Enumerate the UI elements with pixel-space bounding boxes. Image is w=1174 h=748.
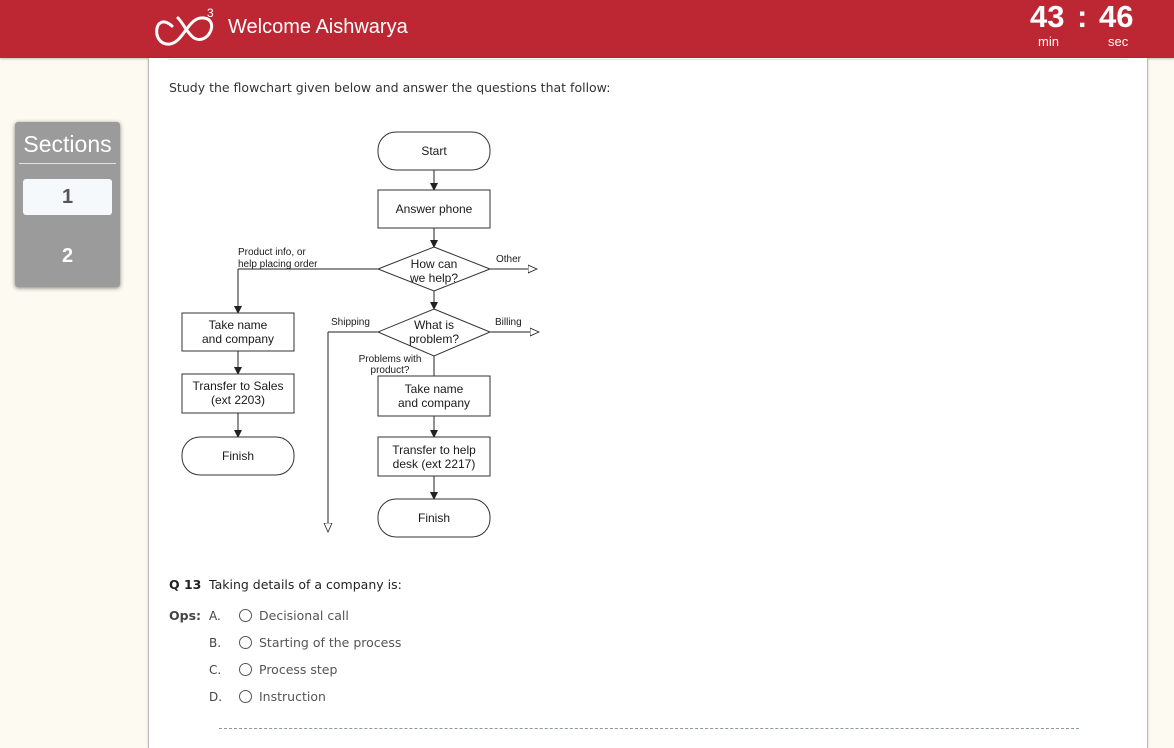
option-d-radio[interactable] [239,690,252,703]
take-name-right-label: Take name [405,382,464,396]
finish-right-label: Finish [418,511,450,525]
option-c-radio[interactable] [239,663,252,676]
timer-sec-label: sec [1108,34,1129,49]
question-separator [219,728,1079,729]
timer-min-label: min [1038,34,1059,49]
take-name-left-node [181,312,295,352]
finish-right-node [377,498,491,538]
answer-phone-node [377,189,491,229]
how-can-label: we help? [409,271,458,285]
transfer-sales-node [181,373,295,414]
question-text: Taking details of a company is: [209,577,402,592]
start-label: Start [421,144,447,158]
welcome-text: Welcome Aishwarya [228,16,408,38]
timer-seconds: 46 [1099,0,1134,34]
billing-label: Billing [495,317,522,328]
options-label: Ops: [169,608,202,623]
logo-superscript: 3 [207,6,214,20]
how-can-label: How can [411,257,458,271]
take-name-right-label: and company [398,396,470,410]
option-letter: A. [209,609,221,623]
option-letter: D. [209,690,223,704]
section-2-button[interactable]: 2 [61,245,74,267]
option-text: Starting of the process [259,635,402,650]
problems-label: product? [371,365,410,376]
question-panel: Study the flowchart given below and answ… [148,58,1148,748]
transfer-help-label: Transfer to help [392,443,476,457]
sections-panel: Sections 1 2 [15,122,120,287]
instruction-text: Study the flowchart given below and answ… [169,80,611,95]
product-info-label: Product info, or [238,247,306,258]
option-b-radio[interactable] [239,636,252,649]
problems-label: Problems with [359,354,422,365]
option-letter: B. [209,636,222,650]
transfer-help-node [377,436,491,477]
product-info-label: help placing order [238,259,318,270]
logo-icon: 3 [155,6,214,46]
option-a-radio[interactable] [239,609,252,622]
timer-minutes: 43 [1030,0,1065,34]
transfer-sales-label: Transfer to Sales [193,379,284,393]
top-divider [169,59,1127,60]
flowchart-diagram: Start Answer phone How can we help? Prod… [181,131,569,538]
section-1-button[interactable]: 1 [23,179,112,215]
header-bar: 3 Welcome Aishwarya 43 : 46 min sec [0,0,1174,58]
start-node [377,131,491,171]
sections-divider [19,163,116,164]
take-name-left-label: and company [202,332,274,346]
answer-phone-label: Answer phone [396,202,473,216]
finish-left-node [181,436,295,476]
transfer-sales-label: (ext 2203) [211,393,265,407]
option-letter: C. [209,663,222,677]
timer-separator: : [1077,0,1088,34]
option-text: Instruction [259,689,326,704]
transfer-help-label: desk (ext 2217) [393,457,476,471]
how-can-decision [376,246,492,292]
option-text: Decisional call [259,608,349,623]
shipping-label: Shipping [331,317,370,328]
take-name-right-node [377,375,491,417]
sections-title: Sections [23,131,112,157]
question-number: Q 13 [169,577,202,592]
other-label: Other [496,254,522,265]
option-text: Process step [259,662,338,677]
what-is-label: What is [414,318,454,332]
finish-left-label: Finish [222,449,254,463]
take-name-left-label: Take name [209,318,268,332]
what-is-label: problem? [409,332,459,346]
what-is-decision [376,308,492,357]
